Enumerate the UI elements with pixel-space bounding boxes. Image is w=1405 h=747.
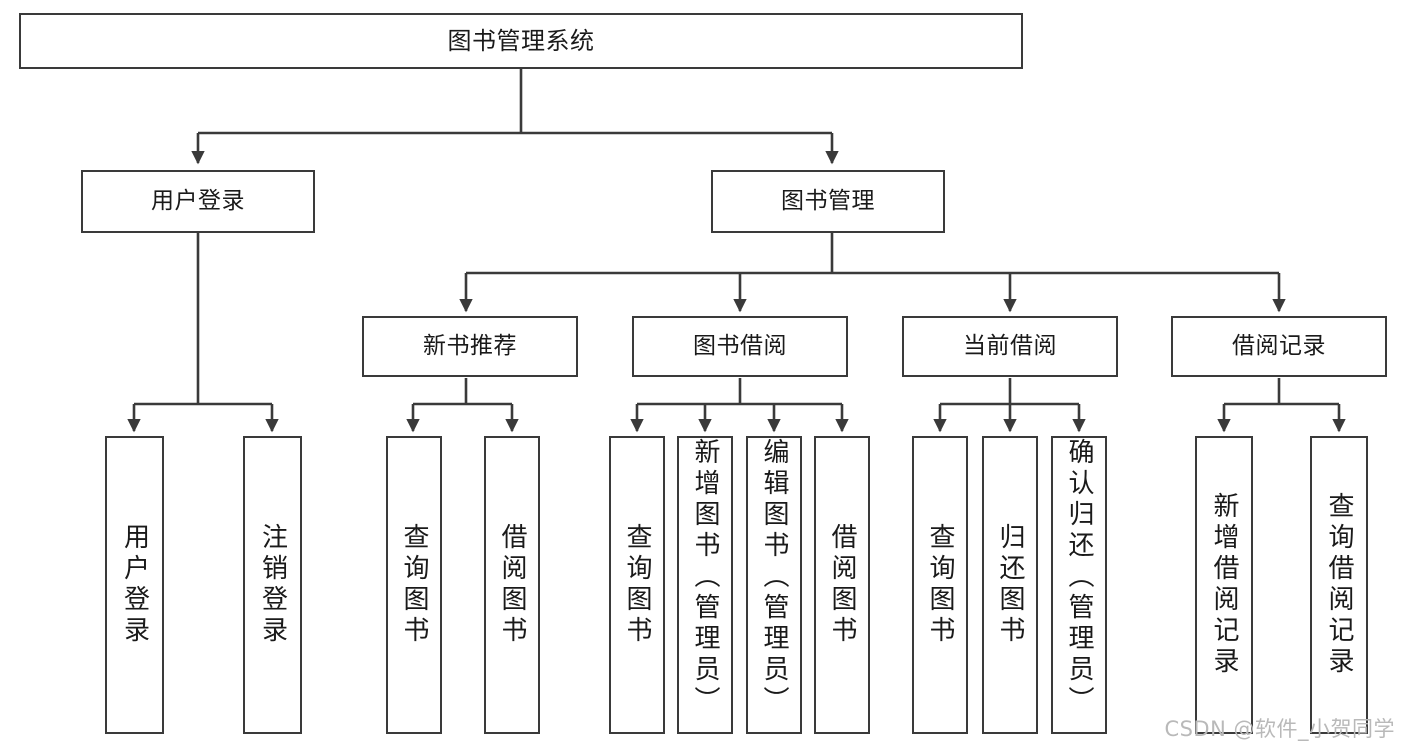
node-leaf-query-book-1[interactable]: 查询图书 bbox=[386, 436, 442, 734]
node-label: 查询借阅记录 bbox=[1324, 492, 1354, 678]
leaf-text-wrap: 归还图书 bbox=[984, 438, 1036, 732]
node-label: 查询图书 bbox=[925, 523, 955, 647]
node-leaf-query-record[interactable]: 查询借阅记录 bbox=[1310, 436, 1368, 734]
node-leaf-logout-login[interactable]: 注销登录 bbox=[243, 436, 302, 734]
node-book-manage[interactable]: 图书管理 bbox=[711, 170, 945, 233]
node-current-borrow[interactable]: 当前借阅 bbox=[902, 316, 1118, 377]
leaf-text-wrap: 用户登录 bbox=[107, 438, 162, 732]
node-label: 用户登录 bbox=[119, 523, 150, 647]
leaf-text-wrap: 查询图书 bbox=[914, 438, 966, 732]
node-user-login[interactable]: 用户登录 bbox=[81, 170, 315, 233]
node-label: 新书推荐 bbox=[423, 332, 517, 359]
node-leaf-add-book[interactable]: 新增图书（管理员） bbox=[677, 436, 733, 734]
node-leaf-borrow-book-2[interactable]: 借阅图书 bbox=[814, 436, 870, 734]
node-label: 确认归还（管理员） bbox=[1064, 438, 1094, 717]
node-root-system[interactable]: 图书管理系统 bbox=[19, 13, 1023, 69]
node-leaf-add-record[interactable]: 新增借阅记录 bbox=[1195, 436, 1253, 734]
node-label: 借阅图书 bbox=[827, 523, 857, 647]
node-leaf-borrow-book-1[interactable]: 借阅图书 bbox=[484, 436, 540, 734]
leaf-text-wrap: 新增图书（管理员） bbox=[679, 438, 731, 732]
node-leaf-confirm-return[interactable]: 确认归还（管理员） bbox=[1051, 436, 1107, 734]
leaf-text-wrap: 借阅图书 bbox=[486, 438, 538, 732]
node-label: 用户登录 bbox=[151, 187, 245, 214]
node-book-borrow[interactable]: 图书借阅 bbox=[632, 316, 848, 377]
node-leaf-query-book-2[interactable]: 查询图书 bbox=[609, 436, 665, 734]
leaf-text-wrap: 借阅图书 bbox=[816, 438, 868, 732]
node-label: 归还图书 bbox=[995, 523, 1025, 647]
node-new-book-recommend[interactable]: 新书推荐 bbox=[362, 316, 578, 377]
node-label: 新增借阅记录 bbox=[1209, 492, 1239, 678]
node-label: 新增图书（管理员） bbox=[690, 438, 720, 717]
node-label: 当前借阅 bbox=[963, 332, 1057, 359]
node-leaf-edit-book[interactable]: 编辑图书（管理员） bbox=[746, 436, 802, 734]
leaf-text-wrap: 注销登录 bbox=[245, 438, 300, 732]
node-label: 编辑图书（管理员） bbox=[759, 438, 789, 717]
leaf-text-wrap: 确认归还（管理员） bbox=[1053, 438, 1105, 732]
leaf-text-wrap: 编辑图书（管理员） bbox=[748, 438, 800, 732]
node-borrow-record[interactable]: 借阅记录 bbox=[1171, 316, 1387, 377]
leaf-text-wrap: 查询借阅记录 bbox=[1312, 438, 1366, 732]
node-label: 借阅记录 bbox=[1232, 332, 1326, 359]
node-leaf-user-login[interactable]: 用户登录 bbox=[105, 436, 164, 734]
node-label: 注销登录 bbox=[257, 523, 288, 647]
node-label: 借阅图书 bbox=[497, 523, 527, 647]
node-leaf-return-book[interactable]: 归还图书 bbox=[982, 436, 1038, 734]
node-label: 图书借阅 bbox=[693, 332, 787, 359]
leaf-text-wrap: 查询图书 bbox=[388, 438, 440, 732]
leaf-text-wrap: 查询图书 bbox=[611, 438, 663, 732]
node-label: 图书管理系统 bbox=[447, 26, 595, 55]
node-label: 查询图书 bbox=[622, 523, 652, 647]
node-label: 查询图书 bbox=[399, 523, 429, 647]
node-label: 图书管理 bbox=[781, 187, 875, 214]
leaf-text-wrap: 新增借阅记录 bbox=[1197, 438, 1251, 732]
node-leaf-query-book-3[interactable]: 查询图书 bbox=[912, 436, 968, 734]
